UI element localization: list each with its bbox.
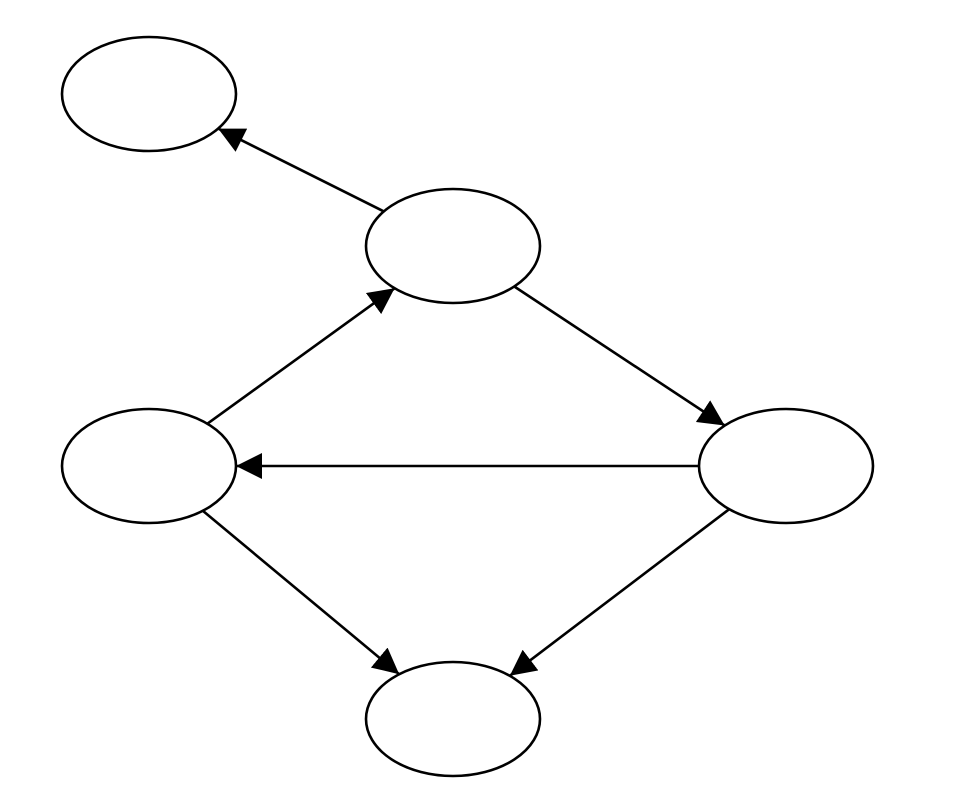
node-center: [364, 187, 542, 305]
edge-left-to-center: [206, 287, 396, 425]
node-right: [697, 407, 875, 525]
node-bottom: [364, 660, 542, 778]
edge-right-to-bottom: [509, 508, 730, 677]
edge-center-to-top-left: [217, 127, 385, 213]
nodes-layer: [60, 35, 875, 778]
edge-left-to-bottom: [201, 509, 401, 676]
edge-center-to-right: [513, 285, 726, 427]
node-top-left: [60, 35, 238, 153]
node-left: [60, 407, 238, 525]
edges-layer: [201, 127, 730, 677]
